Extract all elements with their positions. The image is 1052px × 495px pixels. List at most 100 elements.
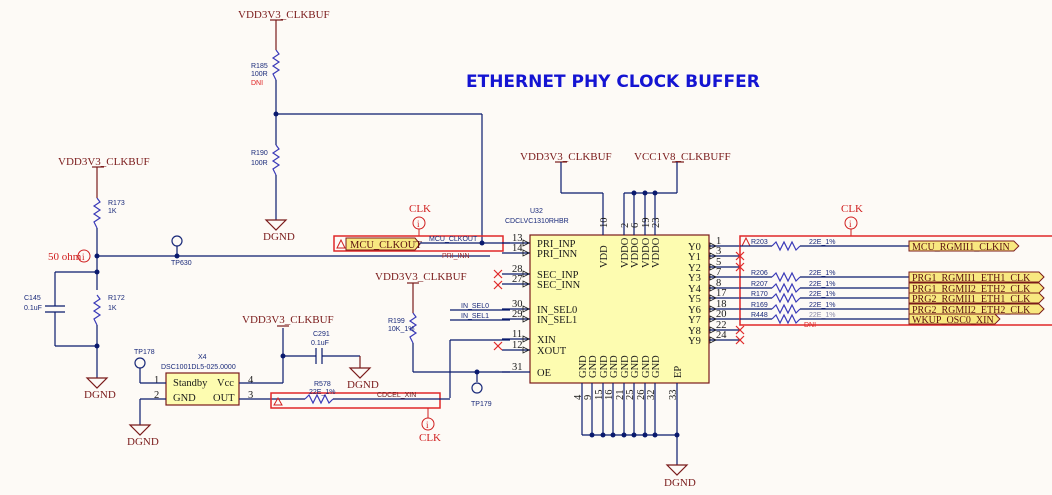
tp630-ref: TP630 (171, 260, 192, 267)
resistor[interactable] (771, 282, 801, 294)
pin-name: VDDO (641, 237, 652, 268)
pin-number: 9 (583, 395, 594, 400)
pin-name: Y5 (688, 294, 701, 305)
resistor-r185[interactable] (271, 49, 281, 81)
pin-name: GND (620, 355, 631, 378)
x4-part: DSC1001DL5-025.0000 (161, 364, 236, 371)
info-icon[interactable] (77, 249, 91, 263)
output-arrow-icon (709, 336, 717, 344)
u32-ref: U32 (530, 208, 543, 215)
pin-name: PRI_INP (537, 239, 576, 250)
output-arrow-icon (709, 273, 717, 281)
mcu-clkout-harness: CLK i MCU_CLKOUT MCU_CLKOUT PRI_INN (333, 203, 510, 260)
port-mcu-clkout[interactable] (345, 237, 421, 251)
pin-name: VDDO (630, 237, 641, 268)
pin-name: GND (173, 393, 196, 404)
pin-number: 10 (599, 218, 610, 229)
info-glyph: i (417, 219, 420, 229)
pin-name: IN_SEL0 (537, 305, 577, 316)
pin-name: SEC_INN (537, 280, 581, 291)
pin-name: VDDO (651, 237, 662, 268)
pin-name: GND (599, 355, 610, 378)
pin-number: 4 (248, 375, 254, 386)
output-arrow-icon (709, 315, 717, 323)
resistor[interactable] (771, 292, 801, 304)
resistor-ref: R207 (751, 281, 768, 288)
pin-number: 31 (512, 362, 523, 373)
testpoint-tp179[interactable] (471, 382, 483, 394)
resistor-r199[interactable] (408, 312, 418, 344)
resistor-value: 22E_1% (809, 312, 835, 319)
r185-value: 100R (251, 71, 268, 78)
r173-ref: R173 (108, 200, 125, 207)
resistor[interactable] (771, 313, 801, 325)
output-port[interactable] (908, 292, 1045, 304)
resistor-r173[interactable] (92, 197, 102, 229)
pin-name: GND (630, 355, 641, 378)
net-label: IN_SEL0 (461, 303, 489, 310)
power-net-label: VDD3V3_CLKBUF (58, 156, 150, 168)
resistor-value: 22E_1% (809, 302, 835, 309)
output-port[interactable] (908, 313, 1001, 325)
output-arrow-icon (709, 252, 717, 260)
pin-number: 19 (641, 218, 652, 229)
output-port[interactable] (908, 282, 1045, 294)
power-net-label: VDD3V3_CLKBUF (238, 9, 330, 21)
pin-number: 2 (154, 390, 159, 401)
input-arrow-icon (522, 315, 530, 323)
r172-ref: R172 (108, 295, 125, 302)
pin-number: 5 (716, 257, 721, 268)
pin-name: XIN (537, 335, 556, 346)
pin-name: Standby (173, 378, 208, 389)
pin-number: 33 (668, 390, 679, 401)
ground-label: DGND (84, 389, 116, 401)
r185-r190-divider: VDD3V3_CLKBUF R185 100R DNI R190 100R DG… (238, 9, 483, 243)
resistor[interactable] (771, 303, 801, 315)
r172-value: 1K (108, 305, 117, 312)
info-icon[interactable] (421, 417, 435, 431)
testpoint-tp178[interactable] (134, 357, 146, 369)
pin-number: 23 (651, 218, 662, 229)
resistor[interactable] (771, 240, 801, 252)
r173-value: 1K (108, 208, 117, 215)
pin-name: Y3 (688, 273, 701, 284)
pin-number: 12 (512, 340, 523, 351)
pin-name: GND (609, 355, 620, 378)
c145-value: 0.1uF (24, 305, 42, 312)
port-label: WKUP_OSC0_XIN (912, 315, 994, 326)
output-arrow-icon (709, 284, 717, 292)
oscillator-x4[interactable]: X4 DSC1001DL5-025.0000 Standby GND Vcc O… (127, 314, 450, 448)
testpoint-tp630[interactable] (171, 235, 183, 247)
output-port[interactable] (908, 240, 1020, 252)
pin-number: 8 (716, 278, 721, 289)
no-connect-icon (493, 280, 503, 290)
pin-number: 20 (716, 309, 727, 320)
c291-value: 0.1uF (311, 340, 329, 347)
harness-marker-icon (741, 236, 751, 247)
pin-number: 1 (716, 236, 721, 247)
pin-number: 16 (604, 390, 615, 401)
resistor-r578[interactable] (304, 393, 334, 405)
net-label: CDCEL_XIN (377, 392, 416, 399)
signal-harness[interactable] (270, 392, 441, 409)
port-label: MCU_RGMII1_CLKIN (912, 242, 1010, 253)
ground-label: DGND (347, 379, 379, 391)
ground-icon (264, 219, 288, 231)
resistor[interactable] (771, 271, 801, 283)
tp179-ref: TP179 (471, 401, 492, 408)
resistor-r190[interactable] (271, 144, 281, 176)
pin-number: 13 (512, 233, 523, 244)
pin-name: Y2 (688, 263, 701, 274)
u32-clock-buffer[interactable]: U32 CDCLVC1310RHBR VDD3V3_CLKBUF VCC1V8_… (502, 151, 745, 489)
resistor-ref: R203 (751, 239, 768, 246)
pin-name: IN_SEL1 (537, 315, 577, 326)
power-net-label: VDD3V3_CLKBUF (520, 151, 612, 163)
output-port[interactable] (908, 303, 1045, 315)
signal-harness[interactable] (739, 235, 1052, 326)
info-glyph: i (82, 252, 85, 262)
output-port[interactable] (908, 271, 1045, 283)
pin-name: PRI_INN (537, 249, 578, 260)
resistor-r172[interactable] (92, 294, 102, 326)
